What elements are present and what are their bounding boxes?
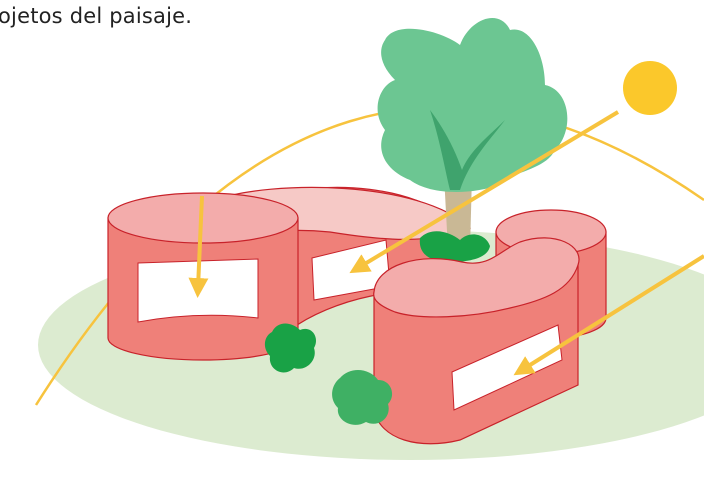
sun-icon <box>623 61 677 115</box>
